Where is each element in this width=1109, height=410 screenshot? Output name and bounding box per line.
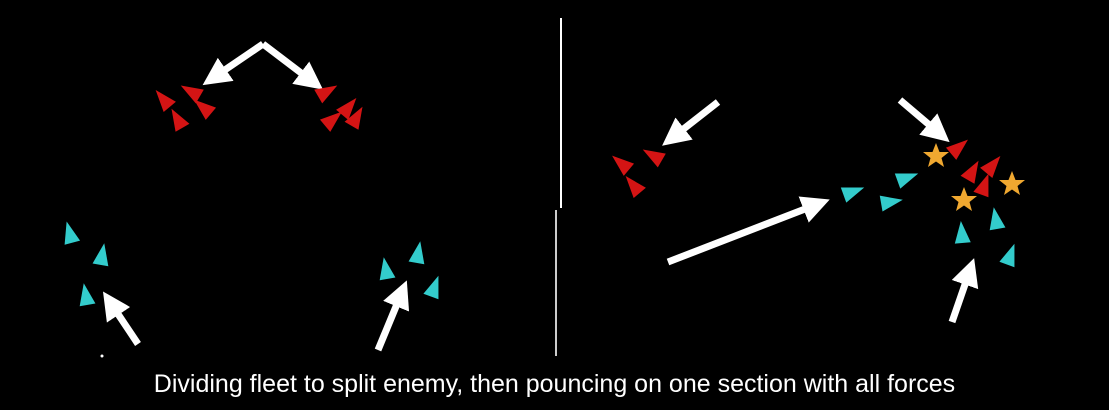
arrow-from-below-icon: [952, 270, 970, 322]
arrow-toward-isolated-icon: [672, 102, 718, 138]
friendly-ship-icon: [76, 282, 96, 306]
pounce-arrow-icon: [668, 204, 818, 262]
friendly-ship-icon: [986, 206, 1006, 230]
friendly-ship-icon: [999, 241, 1022, 267]
explosion-star-icon: [951, 187, 977, 211]
advance-arrow-right-icon: [378, 292, 402, 350]
enemy-ship-icon: [946, 134, 973, 160]
split-arrow-right-icon: [263, 44, 313, 82]
small-dot: [101, 355, 104, 358]
split-arrow-left-icon: [213, 44, 263, 78]
enemy-ship-icon: [639, 143, 666, 168]
friendly-group-moving: [841, 166, 921, 211]
friendly-ship-icon: [841, 180, 867, 203]
enemy-group-isolated: [607, 143, 666, 198]
diagram-caption: Dividing fleet to split enemy, then poun…: [0, 366, 1109, 402]
enemy-group-left: [150, 79, 217, 132]
enemy-ship-icon: [980, 151, 1006, 178]
friendly-group-right: [376, 240, 446, 299]
enemy-ship-icon: [150, 85, 176, 112]
enemy-group-engaged: [946, 134, 1007, 198]
arrow-into-battle-icon: [900, 100, 940, 134]
friendly-ship-icon: [880, 192, 904, 212]
enemy-ship-icon: [314, 79, 341, 104]
explosion-star-icon: [999, 171, 1025, 195]
enemy-ship-icon: [177, 79, 204, 104]
friendly-ship-icon: [409, 240, 429, 264]
friendly-ship-icon: [953, 220, 971, 243]
friendly-group-engaged: [953, 206, 1022, 267]
friendly-ship-icon: [895, 166, 921, 189]
explosion-star-icon: [923, 143, 949, 167]
advance-arrow-left-icon: [110, 302, 138, 344]
friendly-ship-icon: [59, 219, 80, 244]
friendly-group-left: [59, 219, 112, 306]
friendly-ship-icon: [423, 273, 446, 299]
enemy-ship-icon: [165, 105, 190, 132]
enemy-ship-icon: [961, 157, 986, 184]
fleet-tactics-diagram: [8, 8, 1101, 358]
enemy-group-right: [314, 79, 369, 132]
enemy-ship-icon: [607, 150, 634, 176]
friendly-ship-icon: [376, 256, 396, 280]
friendly-ship-icon: [93, 242, 113, 266]
